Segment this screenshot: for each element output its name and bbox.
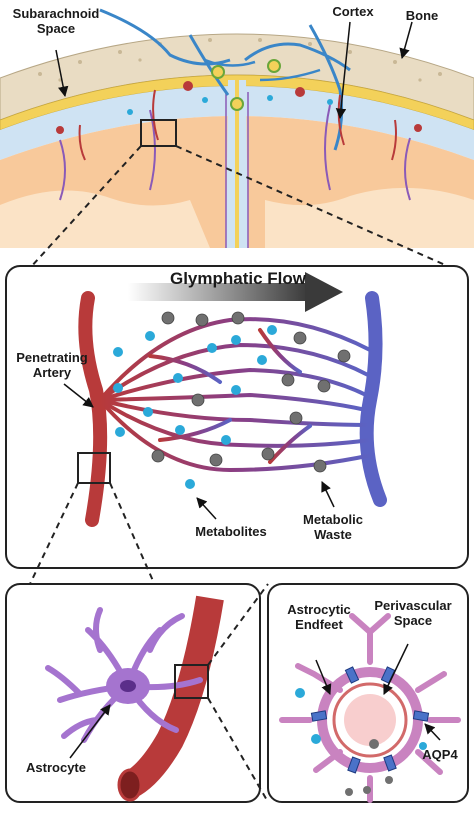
penetrating-artery <box>78 291 108 527</box>
endfeet-label-line2: Endfeet <box>295 617 343 632</box>
zoom-box-top <box>140 119 177 147</box>
subarachnoid-space-label: Subarachnoid Space <box>6 6 106 36</box>
glymphatic-flow-label: Glymphatic Flow <box>169 269 307 288</box>
capillary-network <box>98 317 374 473</box>
cortex-pointer <box>335 21 351 120</box>
metabolites-pointer <box>196 497 217 520</box>
sulci <box>59 104 411 201</box>
vessel-lumen <box>117 768 143 802</box>
draining-vein <box>359 291 387 507</box>
subarachnoid-pointer <box>55 49 69 98</box>
bone-label: Bone <box>405 8 439 23</box>
aqp4-pointer <box>424 723 441 741</box>
metabolic-waste-label: Metabolic Waste <box>296 512 370 542</box>
bone-pointer <box>399 21 413 60</box>
metabolites-label: Metabolites <box>195 524 267 539</box>
astrocyte-nucleus <box>120 680 136 692</box>
penetrating-artery-label: Penetrating Artery <box>10 350 94 380</box>
artery-pointer <box>63 383 94 408</box>
metabolic-waste-particles <box>151 311 351 473</box>
penetrating-label-line2: Artery <box>32 365 72 380</box>
astrocyte-label: Astrocyte <box>26 760 86 775</box>
bone-texture <box>38 38 442 82</box>
zoom-connector-bottom <box>207 583 269 803</box>
metabolites-particles <box>113 325 277 489</box>
zoom-box-middle <box>77 452 111 484</box>
subarachnoid-label-line1: Subarachnoid <box>12 6 100 21</box>
subarachnoid-label-line2: Space <box>36 21 76 36</box>
astrocytic-endfeet-label: Astrocytic Endfeet <box>284 602 354 632</box>
white-matter <box>0 187 474 248</box>
glymphatic-flow-arrow <box>128 272 343 312</box>
waste-pointer <box>321 481 335 508</box>
endfeet-pointer <box>315 659 332 695</box>
surface-veins <box>99 8 351 151</box>
aqp4-label: AQP4 <box>422 747 458 762</box>
surface-arteries <box>78 89 397 161</box>
perivascular-pointer <box>383 643 409 695</box>
subarachnoid-space <box>0 86 474 160</box>
waste-label-line2: Waste <box>314 527 352 542</box>
penetrating-label-line1: Penetrating <box>16 350 88 365</box>
vessel-cross-sections <box>56 59 422 134</box>
perivascular-space-label: Perivascular Space <box>370 598 456 628</box>
zoom-box-bottom <box>174 664 209 699</box>
cortex-label: Cortex <box>332 4 374 19</box>
endfeet-processes <box>279 613 461 803</box>
zoom-connector-top <box>29 145 453 269</box>
middle-panel-frame <box>5 265 469 569</box>
endfeet-label-line1: Astrocytic <box>287 602 351 617</box>
waste-label-line1: Metabolic <box>303 512 363 527</box>
astrocyte-pointer <box>69 704 111 759</box>
endfeet-particles <box>295 688 427 796</box>
perivascular-label-line2: Space <box>393 613 433 628</box>
perivascular-label-line1: Perivascular <box>374 598 452 613</box>
capillary-lumen <box>344 694 396 746</box>
brain-cross-section <box>0 8 474 248</box>
aqp4-channels <box>310 666 430 774</box>
